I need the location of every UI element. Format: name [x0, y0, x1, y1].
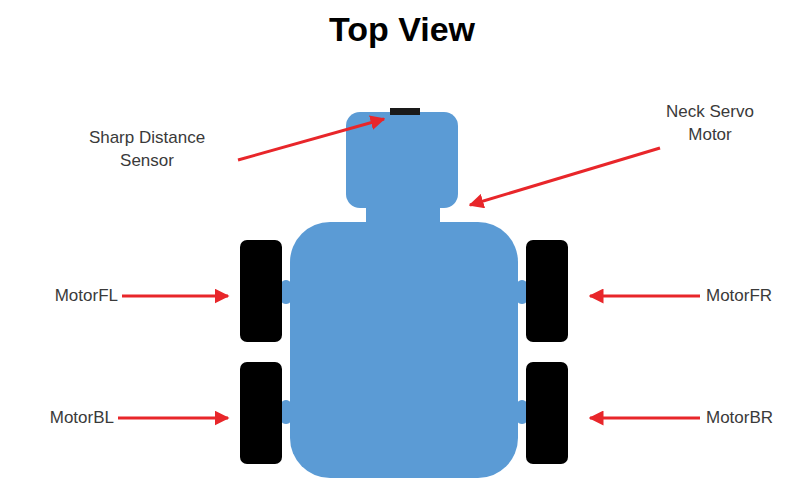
leader-arrow	[590, 417, 700, 420]
leader-arrow	[470, 148, 660, 205]
wheel	[526, 362, 568, 464]
leader-arrow	[122, 295, 228, 298]
wheel	[240, 240, 282, 342]
motor-label: MotorBL	[4, 407, 114, 430]
leader-arrow	[238, 119, 384, 160]
wheel	[526, 240, 568, 342]
wheel	[240, 362, 282, 464]
leader-arrow	[118, 417, 228, 420]
distance-sensor	[390, 108, 420, 115]
servo-label: Neck Servo Motor	[650, 101, 770, 147]
motor-label: MotorFL	[8, 285, 118, 308]
motor-label: MotorBR	[706, 407, 802, 430]
diagram-title: Top View	[0, 10, 804, 49]
sensor-label: Sharp Distance Sensor	[62, 127, 232, 173]
robot-body	[290, 222, 518, 478]
motor-label: MotorFR	[706, 285, 802, 308]
leader-arrow	[590, 295, 700, 298]
